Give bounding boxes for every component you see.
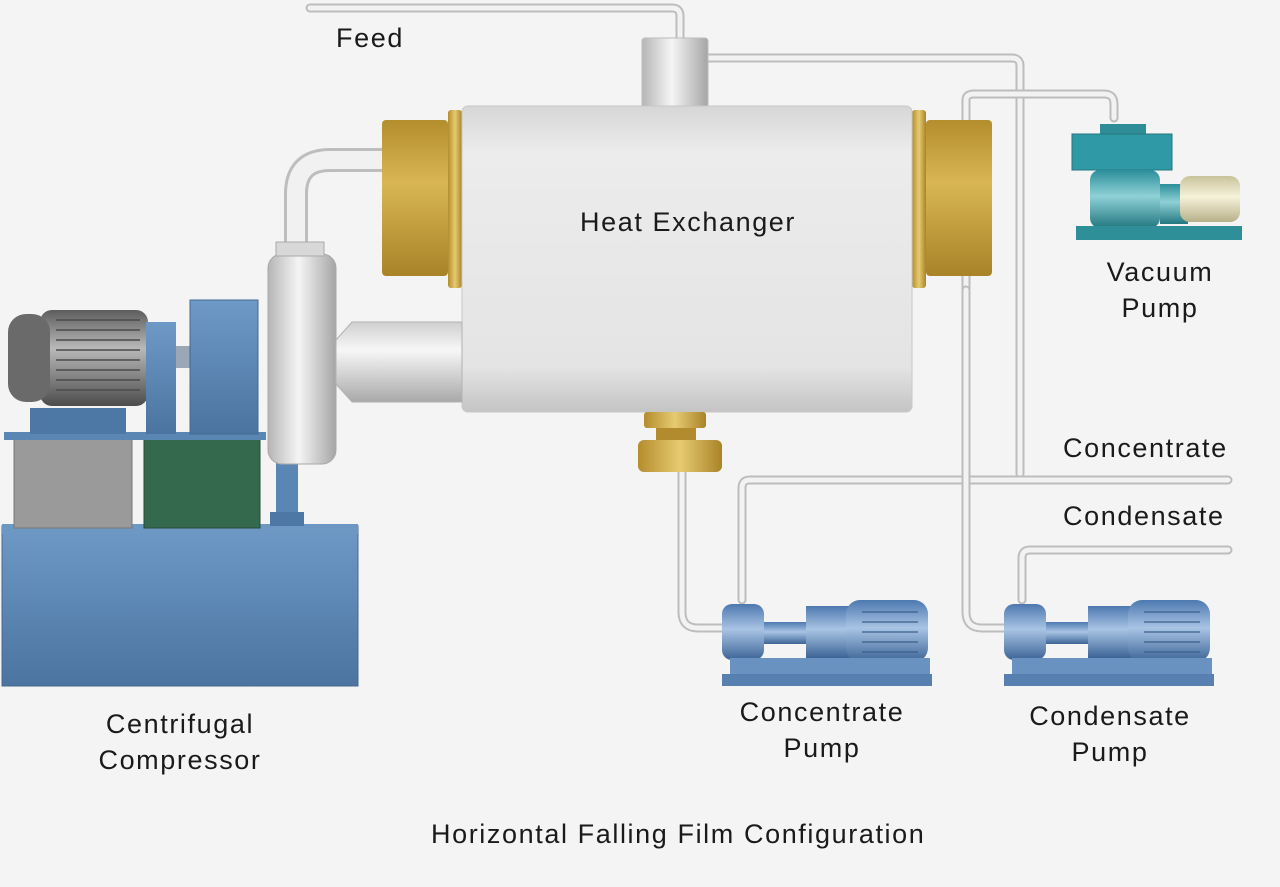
heat-exchanger-label: Heat Exchanger [580,207,797,237]
vacuum-pump-label-line2: Pump [1121,293,1199,323]
condensate-pump-label: Condensate Pump [1010,698,1210,770]
condensate-outlet-label: Condensate [1063,501,1225,531]
compressor-elbow-pipe [284,148,396,260]
concentrate-pump [722,600,932,686]
concentrate-pipe [677,467,1233,633]
motor [8,310,148,406]
vacuum-pump-label: Vacuum Pump [1090,254,1230,326]
feed-label: Feed [336,23,404,53]
centrifugal-compressor-label-line2: Compressor [98,745,262,775]
pipe-network [284,3,1233,633]
vacuum-pump-label-line1: Vacuum [1106,257,1214,287]
centrifugal-compressor-label: Centrifugal Compressor [60,706,300,778]
concentrate-pump-label-line1: Concentrate [739,697,905,727]
concentrate-pump-label: Concentrate Pump [722,694,922,766]
vapor-pipe [703,53,1119,479]
heat-exchanger [382,37,992,472]
diagram-caption: Horizontal Falling Film Configuration [431,819,926,849]
centrifugal-compressor-label-line1: Centrifugal [105,709,255,739]
condensate-pipe [961,285,1233,633]
centrifugal-compressor [1,241,463,687]
condensate-pump [1004,600,1214,686]
condensate-pump-label-line2: Pump [1071,737,1149,767]
concentrate-pump-label-line2: Pump [783,733,861,763]
feed-pipe [305,3,685,47]
concentrate-outlet-label: Concentrate [1063,433,1228,463]
condensate-pump-label-line1: Condensate [1029,701,1191,731]
vacuum-pump [1071,124,1242,240]
